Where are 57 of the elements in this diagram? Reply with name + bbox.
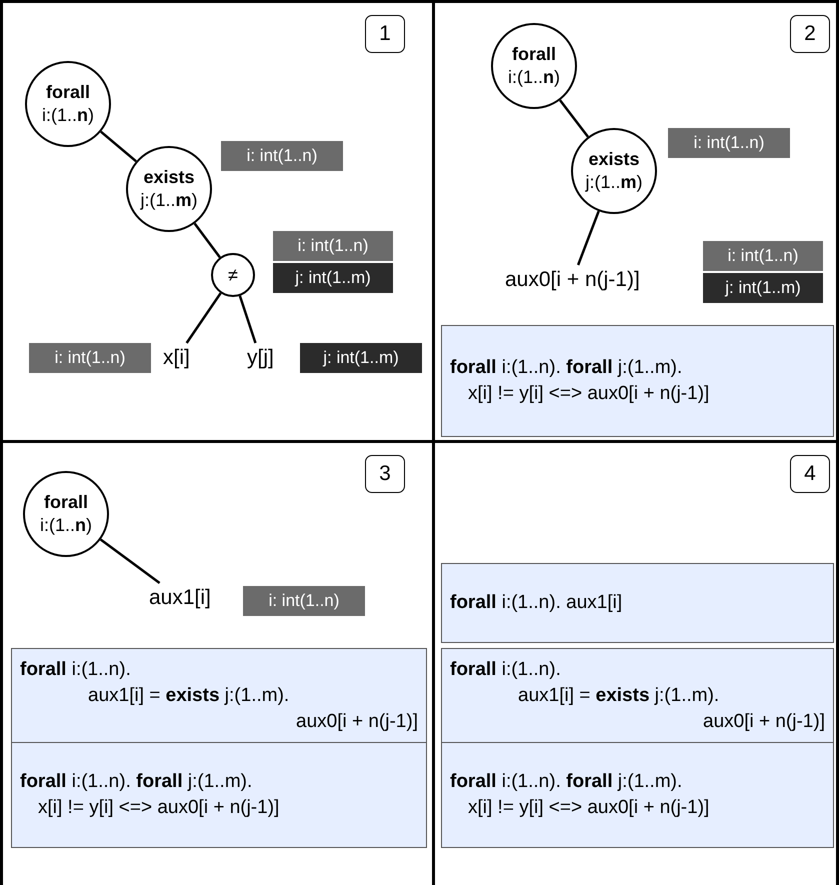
type-tag: j: int(1..m)	[300, 343, 422, 373]
range-text: i:(1..n)	[508, 66, 560, 89]
connector-line	[100, 130, 137, 162]
code-line: forall i:(1..n). forall j:(1..m).	[450, 770, 684, 794]
quantifier-keyword: forall	[46, 81, 90, 104]
range-text: j:(1..m)	[585, 171, 643, 194]
quantifier-keyword: exists	[143, 166, 195, 189]
connector-line	[100, 538, 160, 584]
quantifier-keyword: ≠	[228, 264, 238, 286]
connector-line	[576, 210, 600, 266]
expression-panel	[441, 325, 834, 437]
range-text: i:(1..n)	[42, 104, 94, 127]
tree-node-circle	[211, 253, 255, 297]
expression-panel	[441, 563, 834, 643]
expression-panel	[441, 742, 834, 848]
connector-line	[194, 222, 221, 258]
type-tag: i: int(1..n)	[243, 586, 365, 616]
code-line: aux0[i + n(j-1)]	[702, 710, 825, 734]
type-tag: i: int(1..n)	[29, 343, 151, 373]
code-line: forall i:(1..n).	[450, 658, 562, 682]
type-tag: j: int(1..m)	[703, 273, 823, 303]
code-line: forall i:(1..n). forall j:(1..m).	[20, 770, 254, 794]
quantifier-keyword: forall	[512, 43, 556, 66]
panel-frame	[0, 0, 435, 443]
type-tag: i: int(1..n)	[221, 141, 343, 171]
type-tag: i: int(1..n)	[668, 128, 790, 158]
quantifier-keyword: exists	[588, 148, 640, 171]
code-line: x[i] != y[i] <=> aux0[i + n(j-1)]	[467, 796, 710, 820]
panel-number: 4	[790, 455, 830, 493]
range-text: i:(1..n)	[40, 514, 92, 537]
panel-frame	[432, 0, 839, 443]
connector-line	[559, 99, 589, 138]
expression-text: x[i]	[163, 343, 190, 373]
range-text: j:(1..m)	[140, 189, 198, 212]
expression-text: aux0[i + n(j-1)]	[505, 265, 640, 295]
code-line: aux1[i] = exists j:(1..m).	[87, 684, 290, 708]
type-tag: j: int(1..m)	[273, 263, 393, 293]
code-line: forall i:(1..n). aux1[i]	[450, 591, 624, 615]
connector-line	[186, 292, 222, 344]
panel-number: 1	[365, 15, 405, 53]
expression-panel	[11, 742, 427, 848]
type-tag: i: int(1..n)	[703, 241, 823, 271]
code-line: forall i:(1..n). forall j:(1..m).	[450, 356, 684, 380]
code-line: forall i:(1..n).	[20, 658, 132, 682]
panel-number: 2	[790, 15, 830, 53]
expression-text: aux1[i]	[149, 583, 211, 613]
expression-text: y[j]	[247, 343, 274, 373]
expression-panel	[441, 648, 834, 743]
expression-panel	[11, 648, 427, 743]
quantifier-keyword: forall	[44, 491, 88, 514]
panel-number: 3	[365, 455, 405, 493]
code-line: aux0[i + n(j-1)]	[295, 710, 418, 734]
type-tag: i: int(1..n)	[273, 231, 393, 261]
code-line: aux1[i] = exists j:(1..m).	[517, 684, 720, 708]
code-line: x[i] != y[i] <=> aux0[i + n(j-1)]	[467, 382, 710, 406]
code-line: x[i] != y[i] <=> aux0[i + n(j-1)]	[37, 796, 280, 820]
connector-line	[238, 296, 257, 344]
